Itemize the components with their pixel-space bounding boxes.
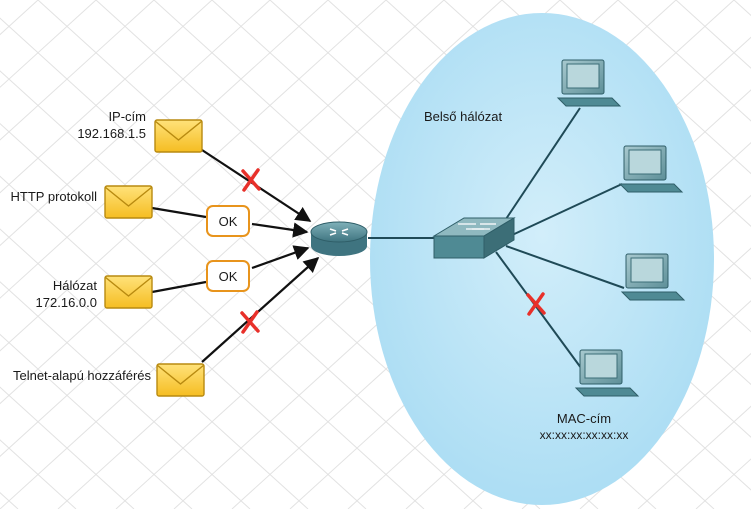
switch-icon: [432, 217, 516, 259]
filter-label-http: HTTP protokoll: [11, 188, 97, 205]
ip-label-title: IP-cím: [108, 109, 146, 124]
ok-badge-http: OK: [206, 205, 250, 237]
ip-address-value: 192.168.1.5: [77, 126, 146, 141]
network-links: [368, 107, 625, 373]
computer-icon: [620, 253, 686, 301]
router-icon: [310, 221, 368, 256]
link-pc1: [499, 107, 581, 229]
internal-network-label: Belső hálózat: [424, 109, 503, 124]
envelope-icon: [104, 275, 153, 309]
filter-label-ip: IP-cím 192.168.1.5: [77, 108, 146, 142]
link-pc3: [505, 245, 625, 289]
link-pc4: [495, 251, 585, 373]
arrow-telnet: [201, 256, 320, 363]
link-pc2: [509, 183, 623, 237]
envelope-icon: [156, 363, 205, 397]
mac-address-label: MAC-cím xx:xx:xx:xx:xx:xx: [530, 410, 638, 444]
traffic-arrows: [151, 149, 320, 363]
computer-icon: [618, 145, 684, 193]
mac-address-value: xx:xx:xx:xx:xx:xx: [539, 428, 629, 442]
block-marks: [240, 168, 546, 334]
ok-badge-network: OK: [206, 260, 250, 292]
envelope-icon: [154, 119, 203, 153]
telnet-label-title: Telnet-alapú hozzáférés: [12, 368, 151, 383]
arrow-network-end: [251, 245, 310, 270]
envelope-icon: [104, 185, 153, 219]
blocked-x-icon: [526, 292, 546, 316]
filter-label-telnet: Telnet-alapú hozzáférés: [13, 367, 151, 384]
http-label-title: HTTP protokoll: [10, 189, 97, 204]
arrow-http-start: [151, 206, 207, 219]
network-label-title: Hálózat: [52, 278, 97, 293]
arrow-http-end: [251, 222, 309, 238]
blocked-x-icon: [241, 168, 261, 192]
blocked-x-icon: [240, 310, 260, 334]
computer-icon: [556, 59, 622, 107]
mac-label-title: MAC-cím: [556, 411, 612, 426]
computer-icon: [574, 349, 640, 397]
network-address-value: 172.16.0.0: [35, 295, 97, 310]
arrow-network-start: [151, 280, 207, 294]
filter-label-network: Hálózat 172.16.0.0: [36, 277, 97, 311]
